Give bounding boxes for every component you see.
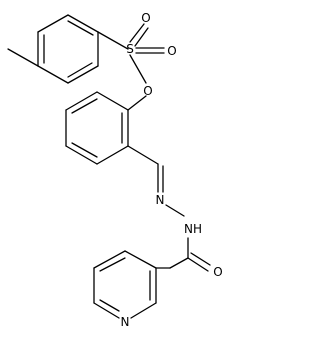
- atom-n-pyridine: N: [121, 315, 130, 329]
- bond: [37, 14, 69, 33]
- atom-s: S: [126, 42, 134, 56]
- bond: [97, 31, 129, 50]
- bond: [93, 250, 126, 269]
- bond: [37, 65, 69, 84]
- bond: [67, 62, 93, 78]
- bond: [127, 145, 159, 165]
- structure-diagram: O S O O N NH O N: [7, 11, 223, 329]
- bond: [129, 23, 145, 43]
- atom-o-right: O: [167, 44, 176, 58]
- bond: [93, 302, 120, 319]
- bond: [71, 98, 98, 114]
- methyl-bond: [7, 48, 39, 67]
- atom-nh: NH: [184, 222, 202, 236]
- bond: [96, 91, 129, 111]
- atom-n-hydrazone: N: [156, 193, 165, 207]
- phenylene-ring: [65, 91, 129, 165]
- molecule-drawing: O S O O N NH O N: [7, 11, 223, 329]
- bond: [71, 142, 98, 158]
- bond: [67, 65, 99, 84]
- bond: [67, 14, 99, 33]
- bond: [190, 252, 211, 266]
- bond: [130, 302, 157, 319]
- tolyl-ring: [37, 14, 99, 84]
- pyridine-ring: [93, 250, 171, 319]
- bond: [67, 20, 94, 36]
- bond: [129, 54, 147, 84]
- atom-o-top: O: [141, 11, 150, 25]
- bond: [96, 145, 129, 165]
- bond: [65, 145, 98, 165]
- bond: [124, 250, 157, 269]
- bond: [99, 257, 126, 272]
- atom-o-carbonyl: O: [213, 265, 222, 279]
- atom-labels: O S O O N NH O N: [121, 11, 223, 329]
- atom-o-ester: O: [143, 84, 152, 98]
- bond: [65, 91, 98, 111]
- bond: [187, 257, 209, 272]
- bond: [99, 299, 120, 312]
- bond: [134, 27, 149, 47]
- bond: [165, 204, 185, 217]
- bond: [127, 95, 147, 111]
- bond: [169, 257, 189, 269]
